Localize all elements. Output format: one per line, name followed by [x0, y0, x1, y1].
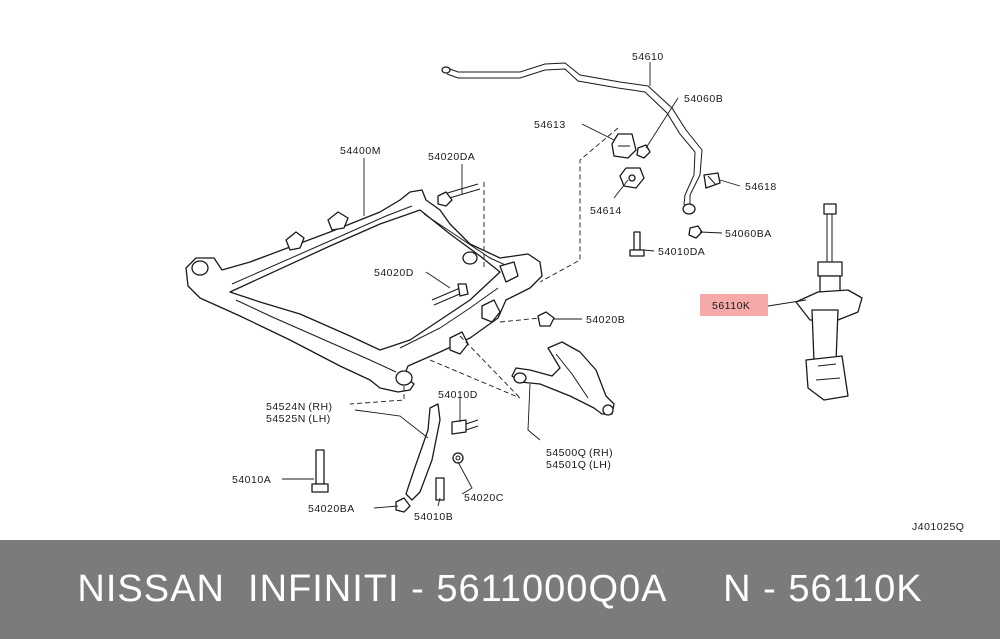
- label-54010a: 54010A: [232, 474, 271, 486]
- label-54613: 54613: [534, 119, 566, 131]
- label-54525n: 54525N (LH): [266, 413, 331, 425]
- parts-diagram: 54610 54060B 54613 54618 54614 54060BA 5…: [185, 51, 964, 533]
- diagram-code: J401025Q: [912, 521, 964, 533]
- nut-54060ba: [688, 225, 703, 239]
- label-54010b: 54010B: [414, 511, 453, 523]
- label-54060b: 54060B: [684, 93, 723, 105]
- bolt-54010a: [311, 449, 329, 493]
- highlight-box: [700, 294, 768, 316]
- lower-link: [405, 403, 441, 501]
- diagram-canvas: 54610 54060B 54613 54618 54614 54060BA 5…: [185, 51, 964, 533]
- label-54020da: 54020DA: [428, 151, 475, 163]
- label-54010d: 54010D: [438, 389, 478, 401]
- label-54501q: 54501Q (LH): [546, 459, 611, 471]
- label-54610: 54610: [632, 51, 664, 63]
- lower-arm: [511, 341, 615, 416]
- bolt-54010da: [629, 231, 645, 257]
- guide-lines: [349, 127, 619, 405]
- label-54524n: 54524N (RH): [266, 401, 333, 413]
- bolt-54020d: [431, 283, 469, 306]
- stabilizer-bushing: [611, 133, 637, 159]
- label-54020ba: 54020BA: [308, 503, 355, 515]
- label-54614: 54614: [590, 205, 622, 217]
- label-56110k: 56110K: [712, 300, 750, 312]
- nut-54020b: [537, 311, 555, 327]
- stabilizer-bar: [441, 62, 703, 215]
- label-54020c: 54020C: [464, 492, 504, 504]
- nut-54060b: [636, 144, 651, 159]
- label-54500q: 54500Q (RH): [546, 447, 613, 459]
- front-subframe: [185, 189, 543, 393]
- label-54400m: 54400M: [340, 145, 381, 157]
- label-54020b: 54020B: [586, 314, 625, 326]
- part-labels: 54610 54060B 54613 54618 54614 54060BA 5…: [232, 51, 964, 533]
- bolt-54010b: [435, 477, 445, 501]
- stabilizer-link: [703, 172, 721, 189]
- washer-54020c: [452, 452, 464, 464]
- bolt-54020da: [437, 183, 481, 207]
- footer-bar: NISSAN INFINITI - 5611000Q0A N - 56110K: [0, 540, 1000, 639]
- nut-54020ba: [395, 497, 411, 513]
- label-54618: 54618: [745, 181, 777, 193]
- strut-assembly: [795, 203, 863, 401]
- bolt-54010d: [451, 419, 479, 435]
- label-54060ba: 54060BA: [725, 228, 772, 240]
- part-number-title: NISSAN INFINITI - 5611000Q0A N - 56110K: [77, 568, 923, 610]
- label-54020d: 54020D: [374, 267, 414, 279]
- label-54010da: 54010DA: [658, 246, 705, 258]
- leader-lines: [282, 62, 807, 509]
